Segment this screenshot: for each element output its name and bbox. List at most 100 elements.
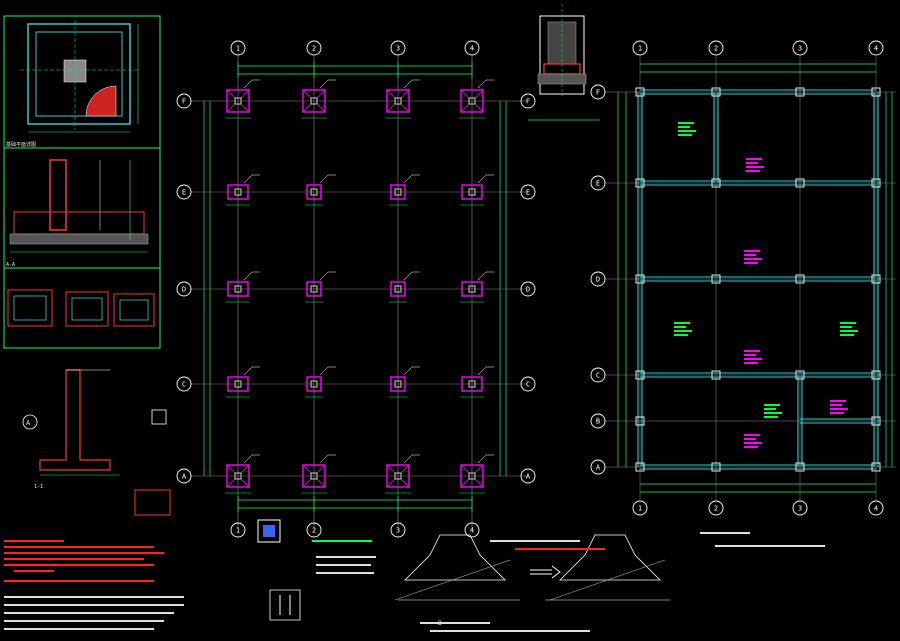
section-label-aa: A-A bbox=[6, 262, 15, 268]
svg-text:3: 3 bbox=[798, 505, 802, 513]
svg-text:1: 1 bbox=[236, 45, 240, 53]
axis-bubble-top-4: 4 bbox=[464, 40, 480, 56]
axis-bubble-bottom-3: 3 bbox=[390, 522, 406, 538]
svg-text:D: D bbox=[526, 286, 530, 294]
column-F-4 bbox=[871, 87, 881, 97]
svg-text:A: A bbox=[182, 473, 187, 481]
axis-bubble-bottom-4: 4 bbox=[464, 522, 480, 538]
beam-col-4 bbox=[873, 92, 879, 467]
plan-right-bubble-bottom-2: 2 bbox=[708, 500, 724, 516]
svg-text:C: C bbox=[526, 381, 530, 389]
footing-A-4 bbox=[459, 454, 494, 494]
svg-text:2: 2 bbox=[312, 527, 316, 535]
column-A-2 bbox=[711, 462, 721, 472]
svg-text:3: 3 bbox=[396, 45, 400, 53]
footing-C-3 bbox=[389, 366, 420, 398]
column-C-4 bbox=[871, 370, 881, 380]
plan-right-bubble-bottom-1: 1 bbox=[632, 500, 648, 516]
plan-right-bubble-left-B: B bbox=[590, 413, 606, 429]
beam-row-B bbox=[800, 418, 876, 424]
footing-C-1 bbox=[226, 366, 260, 398]
plan-right-bubble-top-1: 1 bbox=[632, 40, 648, 56]
axis-bubble-right-C: C bbox=[520, 376, 536, 392]
column-D-4 bbox=[871, 274, 881, 284]
column-E-1 bbox=[635, 178, 645, 188]
column-D-1 bbox=[635, 274, 645, 284]
svg-text:3: 3 bbox=[396, 527, 400, 535]
footing-F-4 bbox=[459, 79, 494, 119]
column-E-4 bbox=[871, 178, 881, 188]
beam-row-C bbox=[640, 372, 876, 378]
column-E-3 bbox=[795, 178, 805, 188]
column-D-2 bbox=[711, 274, 721, 284]
footing-D-4 bbox=[460, 271, 494, 303]
plan-right-bubble-left-E: E bbox=[590, 175, 606, 191]
footing-C-2 bbox=[305, 366, 336, 398]
beam-row-F bbox=[640, 89, 876, 95]
svg-text:F: F bbox=[526, 98, 530, 106]
column-C-1 bbox=[635, 370, 645, 380]
axis-bubble-left-C: C bbox=[176, 376, 192, 392]
slab-label-3 bbox=[744, 250, 762, 264]
plan-right-bubble-top-3: 3 bbox=[792, 40, 808, 56]
footing-E-2 bbox=[305, 174, 336, 206]
footing-A-2 bbox=[301, 454, 336, 494]
axis-bubble-top-2: 2 bbox=[306, 40, 322, 56]
column-F-3 bbox=[795, 87, 805, 97]
plan-right-bubble-left-C: C bbox=[590, 367, 606, 383]
svg-text:D: D bbox=[596, 276, 600, 284]
footing-F-1 bbox=[225, 79, 260, 119]
slab-label-7 bbox=[764, 404, 782, 418]
column-section-detail bbox=[528, 4, 600, 121]
slab-label-5 bbox=[840, 322, 858, 336]
axis-bubble-a-detail: A bbox=[26, 419, 31, 427]
column-A-1 bbox=[635, 462, 645, 472]
column-B-1 bbox=[635, 416, 645, 426]
plan-right-bubble-top-4: 4 bbox=[868, 40, 884, 56]
svg-text:C: C bbox=[182, 381, 186, 389]
svg-text:F: F bbox=[596, 89, 600, 97]
column-A-3 bbox=[795, 462, 805, 472]
svg-text:2: 2 bbox=[714, 45, 718, 53]
slab-label-6 bbox=[744, 350, 762, 364]
footing-A-3 bbox=[385, 454, 420, 494]
footing-E-1 bbox=[226, 174, 260, 206]
axis-bubble-left-D: D bbox=[176, 281, 192, 297]
axis-bubble-top-3: 3 bbox=[390, 40, 406, 56]
svg-text:3: 3 bbox=[798, 45, 802, 53]
slab-label-1 bbox=[678, 122, 696, 136]
svg-text:4: 4 bbox=[470, 45, 474, 53]
svg-text:1: 1 bbox=[236, 527, 240, 535]
beam-col-2-upper bbox=[713, 92, 719, 183]
beam-row-A bbox=[640, 464, 876, 470]
note-lines bbox=[312, 532, 825, 632]
plan-right-bubble-top-2: 2 bbox=[708, 40, 724, 56]
svg-text:4: 4 bbox=[470, 527, 474, 535]
footing-D-2 bbox=[305, 271, 336, 303]
beam-row-E bbox=[640, 180, 876, 186]
svg-text:1: 1 bbox=[638, 45, 642, 53]
svg-text:A: A bbox=[596, 464, 601, 472]
footing-F-2 bbox=[301, 79, 336, 119]
svg-text:C: C bbox=[596, 372, 600, 380]
pile-cap-details: B bbox=[257, 519, 670, 627]
svg-text:1: 1 bbox=[638, 505, 642, 513]
footing-plan-detail: 基础平面详图 bbox=[6, 20, 140, 148]
svg-text:2: 2 bbox=[312, 45, 316, 53]
axis-bubble-left-F: F bbox=[176, 93, 192, 109]
axis-bubble-bottom-1: 1 bbox=[230, 522, 246, 538]
beam-col-3-lower bbox=[797, 375, 803, 467]
svg-text:基础平面详图: 基础平面详图 bbox=[6, 141, 36, 148]
axis-bubble-left-E: E bbox=[176, 184, 192, 200]
plan-right-bubble-left-F: F bbox=[590, 84, 606, 100]
pier-section-details bbox=[7, 289, 155, 327]
wall-section-detail: A-A bbox=[6, 159, 149, 268]
column-D-3 bbox=[795, 274, 805, 284]
detail-panel-frame bbox=[3, 15, 161, 349]
column-A-4 bbox=[871, 462, 881, 472]
beam-col-1 bbox=[637, 92, 643, 467]
right-arrow-icon bbox=[530, 565, 561, 579]
plan-right-bubble-bottom-4: 4 bbox=[868, 500, 884, 516]
